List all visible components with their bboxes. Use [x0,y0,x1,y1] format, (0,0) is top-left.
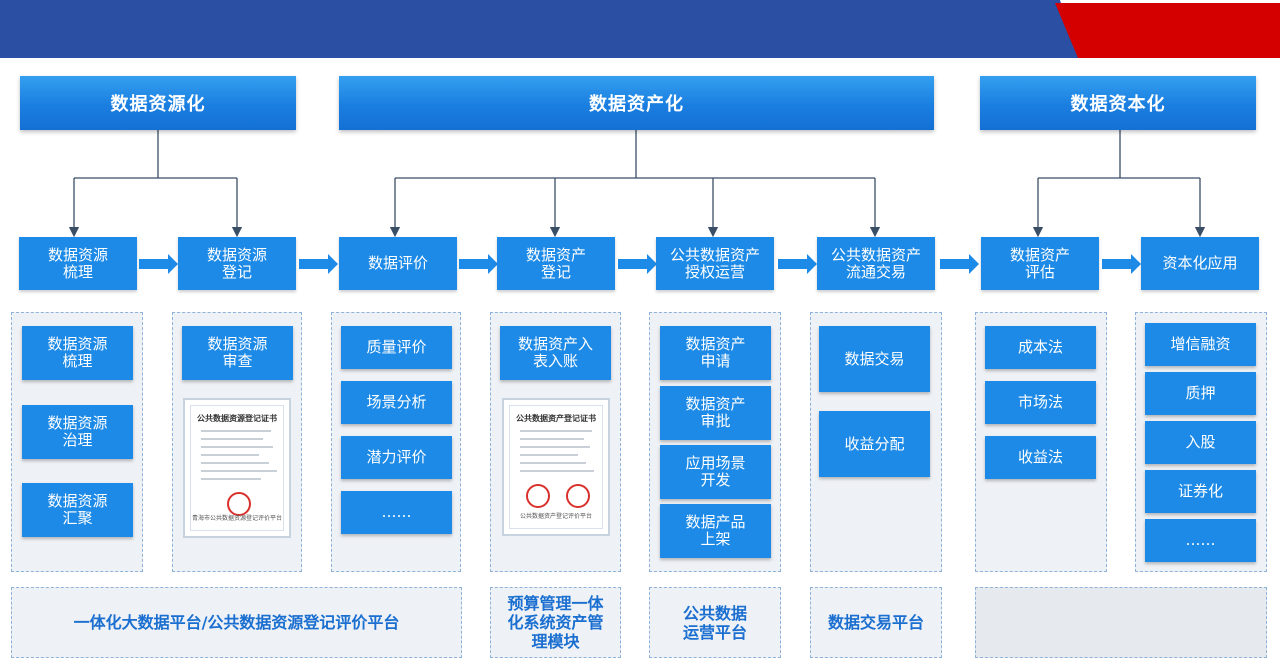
item-resource-governance: 数据资源 治理 [22,405,133,459]
phase-capital: 数据资本化 [980,76,1256,130]
resource-certificate-title: 公共数据资源登记证书 [197,414,277,423]
seal-icon [227,492,251,516]
top-banner [0,0,1280,58]
platform-trading: 数据交易平台 [810,587,942,658]
item-credit-financing: 增信融资 [1145,323,1256,366]
platform-operation: 公共数据 运营平台 [649,587,781,658]
resource-certificate-footer: 青海市公共数据资源登记评价平台 [191,515,282,522]
step-asset-assessment: 数据资产 评估 [981,237,1099,290]
item-more-capital: …… [1145,519,1256,562]
seal-icon [566,484,590,508]
item-securitization: 证券化 [1145,470,1256,513]
step-circulation-trading: 公共数据资产 流通交易 [817,237,935,290]
asset-certificate: 公共数据资产登记证书 公共数据资产登记评价平台 [502,398,610,536]
banner-graphic [0,0,1280,58]
item-asset-approval: 数据资产 审批 [660,386,771,440]
step-resource-registration: 数据资源 登记 [178,237,296,290]
item-product-listing: 数据产品 上架 [660,504,771,558]
item-market-method: 市场法 [985,381,1096,424]
item-asset-application: 数据资产 申请 [660,326,771,380]
step-resource-sorting: 数据资源 梳理 [19,237,137,290]
asset-certificate-title: 公共数据资产登记证书 [516,414,596,423]
item-resource-aggregation: 数据资源 汇聚 [22,483,133,537]
item-resource-sorting: 数据资源 梳理 [22,326,133,380]
item-scenario-analysis: 场景分析 [341,381,452,424]
item-income-method: 收益法 [985,436,1096,479]
item-potential-evaluation: 潜力评价 [341,436,452,479]
platform-budget: 预算管理一体 化系统资产管 理模块 [490,587,621,658]
phase-resource: 数据资源化 [20,76,296,130]
item-asset-booking: 数据资产入 表入账 [500,326,611,380]
item-revenue-distribution: 收益分配 [819,411,930,477]
resource-certificate: 公共数据资源登记证书 青海市公共数据资源登记评价平台 [183,398,291,538]
item-pledge: 质押 [1145,372,1256,415]
platform-capital [975,587,1267,658]
seal-icon [526,484,550,508]
platform-bigdata: 一体化大数据平台/公共数据资源登记评价平台 [11,587,462,658]
step-authorized-operation: 公共数据资产 授权运营 [656,237,774,290]
item-resource-review: 数据资源 审查 [182,326,293,380]
phase-asset: 数据资产化 [339,76,934,130]
asset-certificate-footer: 公共数据资产登记评价平台 [519,513,592,520]
item-quality-evaluation: 质量评价 [341,326,452,369]
item-cost-method: 成本法 [985,326,1096,369]
item-scenario-development: 应用场景 开发 [660,445,771,499]
step-asset-registration: 数据资产 登记 [497,237,615,290]
item-data-trading: 数据交易 [819,326,930,392]
item-more-evaluation: …… [341,491,452,534]
item-equity-investment: 入股 [1145,421,1256,464]
step-data-evaluation: 数据评价 [339,237,457,290]
step-capitalization: 资本化应用 [1141,237,1259,290]
